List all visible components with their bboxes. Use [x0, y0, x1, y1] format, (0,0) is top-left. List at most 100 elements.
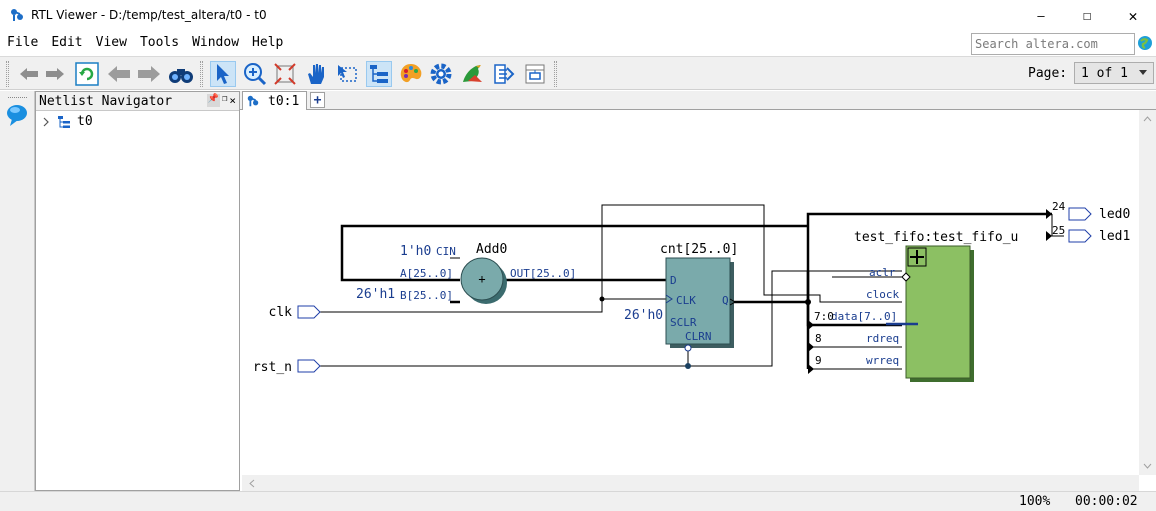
bus-label-wrreq: 9: [815, 354, 822, 367]
pan-button[interactable]: [304, 61, 330, 87]
zoom-icon: [244, 63, 267, 86]
menu-edit[interactable]: Edit: [51, 34, 83, 50]
marquee-button[interactable]: [334, 61, 360, 87]
navigator-title: Netlist Navigator: [39, 93, 173, 109]
plus-icon: [910, 250, 924, 264]
fifo-block[interactable]: test_fifo:test_fifo_u aclr clock data[7.…: [814, 230, 1018, 382]
register-port-clk: CLK: [676, 294, 696, 307]
search-input[interactable]: Search altera.com: [971, 33, 1135, 55]
pin-label-led1: led1: [1099, 229, 1130, 244]
palette-button[interactable]: [398, 61, 424, 87]
scroll-left-icon[interactable]: [245, 475, 259, 492]
back-button[interactable]: [16, 61, 42, 87]
fifo-port-aclr: aclr: [869, 266, 896, 279]
aclr-diamond: [901, 272, 911, 282]
float-icon[interactable]: ❐: [221, 94, 228, 104]
menu-view[interactable]: View: [95, 34, 127, 50]
page-select-value: 1 of 1: [1081, 65, 1128, 81]
register-name: cnt[25..0]: [660, 242, 738, 257]
clrn-bubble: [684, 344, 692, 352]
go-back-icon: [108, 66, 130, 82]
register-block[interactable]: cnt[25..0] D CLK SCLR CLRN Q 26'h0: [624, 242, 738, 352]
back-icon: [20, 68, 38, 80]
chevron-right-icon[interactable]: [41, 117, 51, 127]
export-button[interactable]: [492, 61, 518, 87]
fit-button[interactable]: [272, 61, 298, 87]
forward-icon: [46, 68, 64, 80]
page-select[interactable]: 1 of 1: [1074, 62, 1154, 84]
scroll-down-icon[interactable]: [1139, 459, 1156, 473]
wire-feedback: [340, 224, 808, 282]
vertical-scrollbar[interactable]: [1139, 110, 1156, 475]
bit-label-led1: 25: [1052, 224, 1065, 237]
junction-dot: [805, 299, 811, 305]
input-pin-rst-n[interactable]: rst_n: [253, 359, 321, 375]
zoom-button[interactable]: [242, 61, 268, 87]
title-bar: RTL Viewer - D:/temp/test_altera/t0 - t0…: [0, 0, 1156, 31]
tree-item-t0[interactable]: t0: [36, 111, 239, 129]
horizontal-scrollbar[interactable]: [242, 475, 1139, 492]
close-panel-icon[interactable]: ×: [229, 94, 236, 107]
register-port-q: Q: [722, 294, 729, 307]
menu-window[interactable]: Window: [192, 34, 240, 50]
schematic-diagram[interactable]: clk rst_n led0 24 led1 25 + Add0 CIN A[2…: [242, 110, 1139, 475]
elapsed-time: 00:00:02: [1075, 494, 1138, 509]
hierarchy-icon: [58, 115, 70, 128]
go-forward-button[interactable]: [136, 61, 162, 87]
menu-tools[interactable]: Tools: [139, 34, 180, 50]
adder-block[interactable]: + Add0 CIN A[25..0] B[25..0] OUT[25..0] …: [356, 242, 576, 304]
scroll-up-icon[interactable]: [1139, 112, 1156, 126]
dock-grip[interactable]: [8, 97, 27, 98]
tab-bar: t0:1 +: [240, 91, 1156, 110]
maximize-icon: ☐: [1082, 7, 1092, 24]
clk-triangle: [665, 294, 673, 304]
adder-symbol: +: [478, 272, 485, 286]
fit-icon: [274, 63, 296, 85]
close-button[interactable]: ✕: [1110, 0, 1156, 31]
refresh-button[interactable]: [74, 61, 100, 87]
toolbar-grip[interactable]: [554, 61, 557, 87]
select-button[interactable]: [210, 61, 236, 87]
bus-arrow: [808, 320, 814, 330]
hierarchy-button[interactable]: [366, 61, 392, 87]
tab-t0-1[interactable]: t0:1: [242, 91, 307, 110]
toolbar-grip[interactable]: [200, 61, 203, 87]
pin-label-led0: led0: [1099, 207, 1130, 222]
find-button[interactable]: [168, 61, 194, 87]
chevron-down-icon: [1139, 70, 1147, 75]
palette-icon: [400, 64, 422, 83]
output-pin-led1[interactable]: led1 25: [1052, 224, 1130, 244]
add-tab-button[interactable]: +: [310, 92, 325, 108]
globe-icon[interactable]: [1137, 35, 1153, 51]
pin-label-rst-n: rst_n: [253, 360, 292, 375]
tab-label: t0:1: [268, 93, 300, 109]
adder-b-const: 26'h1: [356, 287, 395, 302]
adder-port-cin: CIN: [436, 245, 456, 258]
menu-help[interactable]: Help: [252, 34, 284, 50]
go-back-button[interactable]: [106, 61, 132, 87]
bird-button[interactable]: [460, 61, 486, 87]
fifo-port-data: data[7..0]: [831, 310, 897, 323]
toolbar-grip[interactable]: [6, 61, 9, 87]
settings-button[interactable]: [428, 61, 454, 87]
left-dock-strip: [0, 91, 35, 491]
bus-arrow: [808, 364, 814, 374]
wire-rst-n: [320, 270, 902, 367]
maximize-button[interactable]: ☐: [1064, 0, 1110, 31]
property-button[interactable]: [522, 61, 548, 87]
schematic-canvas[interactable]: clk rst_n led0 24 led1 25 + Add0 CIN A[2…: [242, 110, 1156, 492]
netlist-navigator-panel: Netlist Navigator 📌 ❐ × t0: [35, 91, 240, 491]
output-pin-led0[interactable]: led0 24: [1052, 200, 1130, 222]
chat-bubble-icon[interactable]: [5, 103, 29, 127]
minimize-button[interactable]: —: [1018, 0, 1064, 31]
find-icon: [169, 69, 193, 83]
register-port-d: D: [670, 274, 677, 287]
bus-arrow: [1046, 231, 1052, 241]
input-pin-clk[interactable]: clk: [269, 305, 321, 320]
adder-name: Add0: [476, 242, 507, 257]
forward-button[interactable]: [42, 61, 68, 87]
register-port-clrn: CLRN: [685, 330, 712, 343]
pin-icon[interactable]: 📌: [206, 94, 220, 107]
go-forward-icon: [138, 66, 160, 82]
menu-file[interactable]: File: [7, 34, 39, 50]
